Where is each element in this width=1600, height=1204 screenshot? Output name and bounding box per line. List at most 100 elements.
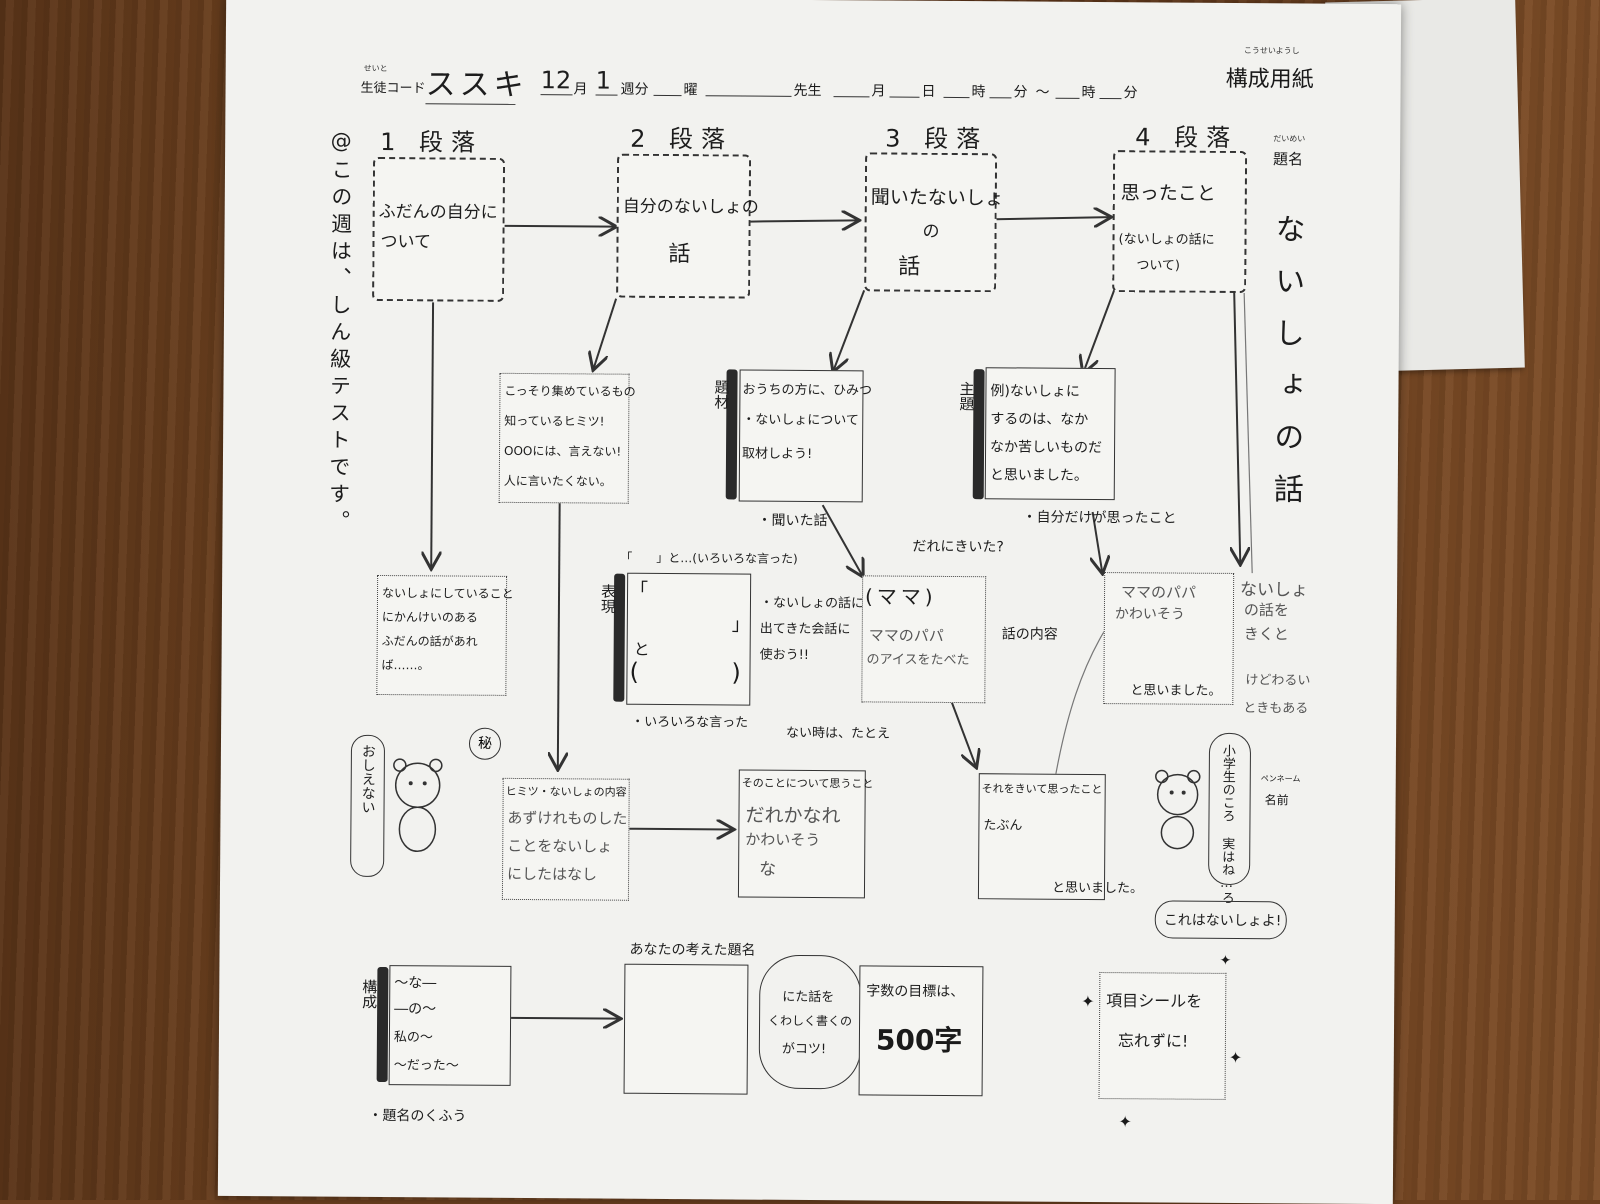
- tip-line-3: がコツ!: [781, 1041, 827, 1058]
- connector-arrows: [218, 0, 1253, 1204]
- paragraph-3-line-3: 話: [898, 254, 921, 280]
- composition-line-1: ～な―: [394, 975, 437, 992]
- p4-box-line-1: ママのパパ: [1120, 583, 1197, 602]
- month-value: 12: [540, 66, 573, 96]
- composition-box: ～な― ―の～ 私の～ ～だった～: [388, 965, 512, 1086]
- sparkle-icon: ✦: [1081, 991, 1095, 1011]
- expression-bottom-note: ・いろいろな言った: [631, 714, 749, 731]
- paragraph-2-detail-box: こっそり集めているもの 知っているヒミツ! OOOには、言えない! 人に言いたく…: [498, 372, 636, 504]
- name-label: 名前: [1264, 793, 1289, 808]
- secret-label: ヒミツ・ないしょの内容: [505, 784, 627, 799]
- your-title-label: あなたの考えた題名: [629, 941, 756, 959]
- far-right-note-4: けどわるい: [1245, 673, 1311, 689]
- teacher-label: 先生: [793, 82, 822, 100]
- student-code-ruby: せいと: [363, 63, 388, 74]
- p3-sub-line-1: おうちの方に、ひみつ: [742, 382, 873, 399]
- sparkle-icon: ✦: [1219, 952, 1232, 969]
- week-value: 1: [595, 66, 618, 96]
- composition-note: ・題名のくふう: [368, 1107, 467, 1125]
- minute2-label: 分: [1123, 85, 1138, 102]
- expression-side-line-1: ・ないしょの話に: [759, 595, 865, 612]
- p2-sub-line-1: こっそり集めているもの: [504, 383, 636, 399]
- tilde: ～: [1035, 84, 1050, 101]
- paragraph-2-box[interactable]: 自分のないしょの 話: [616, 153, 759, 299]
- hour2-blank[interactable]: [1055, 81, 1080, 99]
- paragraph-1-box[interactable]: ふだんの自分に ついて: [372, 156, 506, 302]
- expression-top-note: 「 」と…(いろいろな言った): [620, 550, 798, 566]
- day-label: 曜: [683, 82, 698, 99]
- far-right-note-3: きくと: [1243, 625, 1289, 644]
- who-question: だれにきいた?: [912, 538, 1004, 556]
- month-label: 月: [573, 81, 588, 98]
- paragraph-3-box[interactable]: 聞いたないしょ の 話: [864, 152, 1004, 293]
- worksheet-paper: せいと 生徒コード ススキ 12 月 1 週分 曜 先生 月 日 時 分 ～ 時…: [217, 0, 1402, 1204]
- expression-bottom-note-2: ない時は、たとえ: [786, 725, 891, 742]
- date-day-blank[interactable]: [889, 80, 920, 98]
- naisho-speech-bubble: これはないしょよ!: [1154, 900, 1287, 940]
- expression-paren-open: (: [629, 657, 639, 686]
- date-month-blank[interactable]: [833, 80, 870, 98]
- paragraph-4-line-2: (ないしょの話に: [1118, 232, 1215, 248]
- hour-blank[interactable]: [943, 80, 970, 99]
- date-month-label: 月: [871, 83, 886, 100]
- paragraph-3-line-2: の: [922, 221, 940, 242]
- sheet-title-ruby: こうせいようし: [1243, 46, 1300, 56]
- paragraph-2-line-1: 自分のないしょの: [622, 196, 759, 218]
- expression-label: 表現: [598, 583, 618, 614]
- who-content-line-1: ママのパパ: [868, 626, 944, 645]
- your-title-box[interactable]: [623, 963, 749, 1095]
- left-bear-speech-bubble: おしえない: [350, 734, 386, 878]
- secret-line-2: ことをないしょ: [507, 836, 613, 856]
- title-value: ないしょの話: [1267, 213, 1305, 526]
- p2-sub-line-2: 知っているヒミツ!: [504, 413, 605, 429]
- expression-box[interactable]: 「 」 と ( ): [626, 572, 752, 706]
- about-it-box[interactable]: そのことについて思うこと だれかなれ かわいそう な: [737, 769, 873, 899]
- sheet-title: 構成用紙: [1225, 66, 1314, 93]
- teacher-blank[interactable]: [705, 79, 792, 97]
- tip-speech-bubble: にた話を くわしく書くの がコツ!: [758, 954, 862, 1090]
- p4-theme-label: 主題: [957, 381, 976, 412]
- paragraph-3-detail-box: おうちの方に、ひみつ ・ないしょについて 取材しよう!: [738, 369, 872, 503]
- p3-sub-line-3: 取材しよう!: [741, 446, 813, 463]
- p4-sub-line-1: 例)ないしょに: [990, 383, 1080, 400]
- paragraph-4-detail-box: 例)ないしょに するのは、なか なか苦しいものだ と思いました。: [984, 367, 1116, 501]
- minute-blank[interactable]: [989, 81, 1012, 99]
- minute2-blank[interactable]: [1099, 82, 1122, 100]
- composition-label: 構成: [360, 978, 379, 1009]
- right-bear-speech-bubble: 小学生のころ 実はね…ろ: [1208, 732, 1252, 904]
- target-label: 字数の目標は、: [866, 983, 965, 1001]
- far-right-note-1: ないしょ: [1240, 580, 1309, 601]
- paragraph-4-line-3: ついて): [1136, 258, 1181, 274]
- p1-sub-line-4: ば……。: [381, 658, 430, 673]
- who-content-label: 話の内容: [1001, 626, 1058, 643]
- secret-content-box[interactable]: ヒミツ・ないしょの内容 あずけれものした ことをないしょ にしたはなし: [501, 777, 630, 901]
- who-box[interactable]: (ママ) ママのパパ のアイスをたべた: [861, 575, 987, 704]
- student-code-value: ススキ: [425, 59, 528, 105]
- date-day-label: 日: [921, 83, 936, 100]
- p4-box-line-2: かわいそう: [1114, 606, 1185, 623]
- who-content-line-2: のアイスをたべた: [866, 652, 970, 669]
- left-bear-bubble-text: おしえない: [359, 743, 376, 814]
- pen-name-label: ペンネーム: [1260, 774, 1301, 784]
- paragraph-4-label: 4 段落: [1135, 123, 1239, 152]
- hour2-label: 時: [1081, 84, 1096, 101]
- minute-label: 分: [1013, 84, 1028, 101]
- paragraph-2-line-2: 話: [668, 242, 691, 268]
- p4-thought-box[interactable]: ママのパパ かわいそう と思いました。: [1103, 572, 1235, 705]
- paragraph-4-box[interactable]: 思ったこと (ないしょの話に ついて): [1112, 150, 1248, 294]
- heard-label: それをきいて思ったこと: [981, 782, 1103, 797]
- p1-sub-line-2: にかんけいのある: [381, 610, 478, 625]
- day-blank[interactable]: [653, 78, 682, 97]
- about-line-1: だれかなれ: [745, 804, 841, 828]
- expression-bracket-close: 」: [731, 614, 750, 636]
- composition-line-2: ―の～: [394, 1001, 437, 1018]
- reminder-box: 項目シールを 忘れずに!: [1098, 972, 1227, 1100]
- right-bear-icon: [1155, 769, 1201, 850]
- heard-ending: と思いました。: [1051, 880, 1144, 897]
- paragraph-3-label: 3 段落: [885, 124, 989, 154]
- far-right-note-5: ときもある: [1243, 701, 1309, 717]
- p2-sub-line-3: OOOには、言えない!: [503, 443, 622, 459]
- p4-box-ending: と思いました。: [1130, 683, 1222, 699]
- target-box: 字数の目標は、 500字: [858, 965, 984, 1097]
- about-line-3: な: [759, 859, 777, 880]
